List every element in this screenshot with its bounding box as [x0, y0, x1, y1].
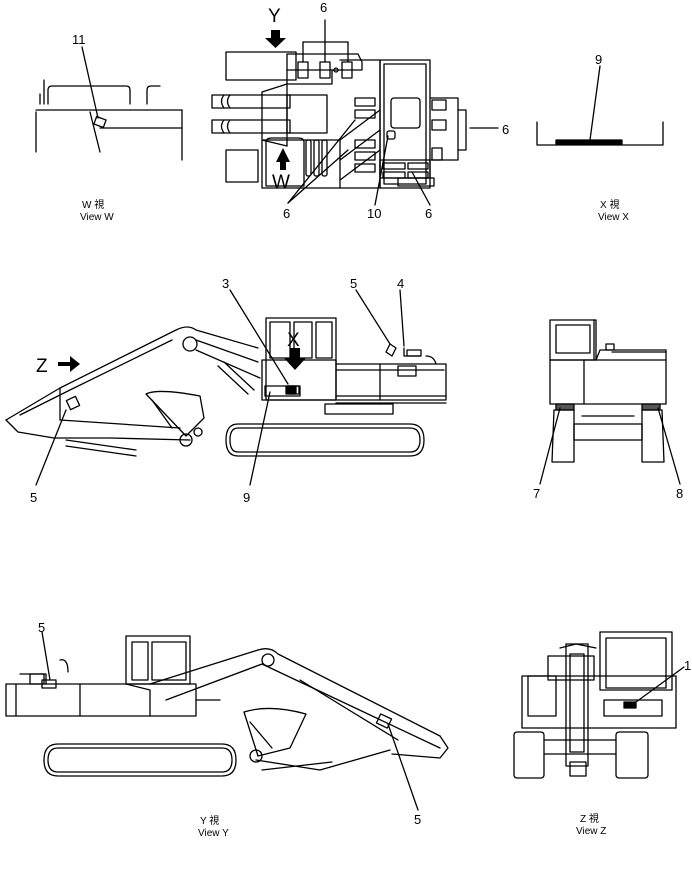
view-x-drawing [536, 65, 664, 146]
callout-10: 10 [367, 206, 381, 221]
view-z-drawing [513, 631, 685, 779]
callout-5-side-top: 5 [350, 276, 357, 291]
view-z-caption: View Z [576, 826, 606, 837]
callout-8: 8 [676, 486, 683, 501]
side-view-drawing [5, 289, 447, 486]
callout-1: 1 [684, 658, 691, 673]
view-x-caption: View X [598, 212, 629, 223]
view-z-arrow-icon [58, 356, 80, 372]
callout-9-view-x: 9 [595, 52, 602, 67]
callout-11: 11 [72, 32, 86, 47]
callout-3: 3 [222, 276, 229, 291]
view-w-drawing [35, 46, 183, 161]
arrow-z-label: Z [36, 356, 48, 377]
callout-6-top: 6 [320, 0, 327, 15]
view-x-kanji: X 視 [600, 198, 619, 211]
callout-7: 7 [533, 486, 540, 501]
callout-6-bottom-left: 6 [283, 206, 290, 221]
callout-5-view-y-top: 5 [38, 620, 45, 635]
view-y-kanji: Y 視 [200, 814, 219, 827]
view-w-kanji: W 視 [82, 198, 104, 211]
rear-view-drawing [539, 319, 681, 485]
view-x-arrow-icon [284, 348, 306, 370]
view-y-drawing [5, 631, 449, 811]
view-w-caption: View W [80, 212, 114, 223]
arrow-y-label: Y [268, 6, 281, 27]
view-y-caption: View Y [198, 828, 229, 839]
view-y-arrow-icon [265, 30, 286, 48]
top-view-drawing [211, 19, 499, 206]
callout-4: 4 [397, 276, 404, 291]
callout-6-bottom-right: 6 [425, 206, 432, 221]
view-w-arrow-icon [276, 148, 290, 170]
view-z-kanji: Z 視 [580, 812, 599, 825]
callout-6-right: 6 [502, 122, 509, 137]
callout-5-view-y-bottom: 5 [414, 812, 421, 827]
callout-5-side-bottom: 5 [30, 490, 37, 505]
arrow-w-label: W [272, 172, 290, 193]
callout-9-side: 9 [243, 490, 250, 505]
arrow-x-label: X [287, 330, 300, 351]
